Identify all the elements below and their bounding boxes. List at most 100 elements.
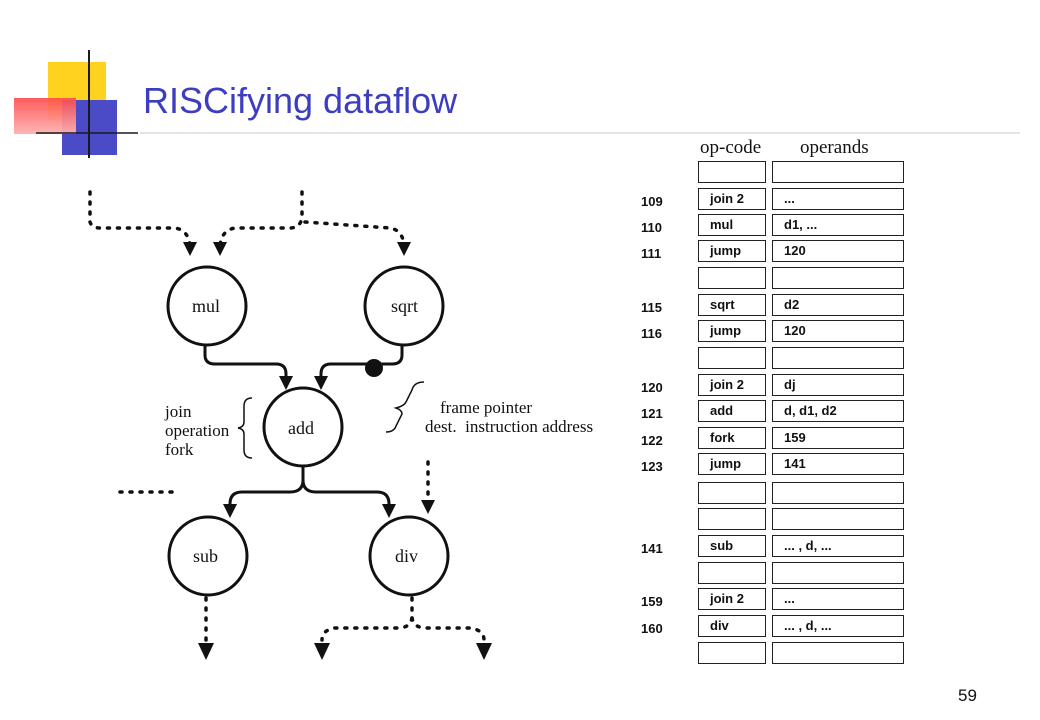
brace-join-operation-fork	[237, 397, 253, 459]
operands-cell: ...	[772, 188, 904, 210]
row-address: 159	[641, 594, 663, 609]
operands-cell: ... , d, ...	[772, 535, 904, 557]
row-address: 120	[641, 380, 663, 395]
row-address: 116	[641, 326, 662, 341]
arrowhead-mul-in	[183, 242, 197, 256]
label-frame-pointer: frame pointer	[440, 398, 533, 417]
node-div	[368, 515, 450, 597]
opcode-cell: join 2	[698, 588, 766, 610]
opcode-text: join 2	[710, 377, 744, 392]
opcode-cell: sqrt	[698, 294, 766, 316]
node-mul-label: mul	[192, 296, 221, 316]
operands-cell: d1, ...	[772, 214, 904, 236]
opcode-cell: div	[698, 615, 766, 637]
operands-text: 120	[784, 243, 806, 258]
operands-cell	[772, 161, 904, 183]
opcode-text: mul	[710, 217, 734, 232]
opcode-text: add	[710, 403, 734, 418]
operands-cell: d, d1, d2	[772, 400, 904, 422]
operands-text: ... , d, ...	[784, 538, 832, 553]
opcode-cell: fork	[698, 427, 766, 449]
operands-text: 159	[784, 430, 806, 445]
arrowhead-sqrt-in	[397, 242, 411, 256]
opcode-cell: jump	[698, 240, 766, 262]
slide-title: RISCifying dataflow	[143, 80, 458, 121]
join-op-fork-labels: join operation fork	[165, 402, 229, 459]
node-sqrt-label: sqrt	[391, 296, 418, 316]
opcode-cell	[698, 562, 766, 584]
row-address: 115	[641, 300, 662, 315]
frame-pointer-dot	[365, 359, 383, 377]
brace-frame	[385, 381, 425, 433]
node-add-label: add	[288, 418, 314, 438]
operands-cell: d2	[772, 294, 904, 316]
operands-cell: dj	[772, 374, 904, 396]
opcode-text: sub	[710, 538, 734, 553]
opcode-cell	[698, 161, 766, 183]
operands-text: ...	[784, 191, 795, 206]
opcode-cell: jump	[698, 453, 766, 475]
opcode-text: jump	[710, 323, 742, 338]
opcode-cell: sub	[698, 535, 766, 557]
output-div-left	[320, 596, 414, 642]
operands-text: d, d1, d2	[784, 403, 837, 418]
row-address: 121	[641, 406, 663, 421]
operands-cell: 141	[772, 453, 904, 475]
row-address: 111	[641, 246, 662, 261]
opcode-text: div	[710, 618, 729, 633]
operands-cell	[772, 347, 904, 369]
page-number: 59	[958, 686, 977, 705]
opcode-text: jump	[710, 456, 742, 471]
operands-cell: ...	[772, 588, 904, 610]
opcode-text: sqrt	[710, 297, 735, 312]
arrowhead-div-out-left	[314, 643, 330, 660]
output-div-right	[410, 616, 486, 642]
label-operation: operation	[165, 421, 230, 440]
edge-add-fork	[228, 466, 305, 506]
row-address: 141	[641, 541, 663, 556]
opcode-text: join 2	[710, 591, 744, 606]
opcode-cell	[698, 508, 766, 530]
row-address: 123	[641, 459, 663, 474]
opcode-text: join 2	[710, 191, 744, 206]
operands-cell	[772, 508, 904, 530]
row-address: 109	[641, 194, 663, 209]
opcode-cell: join 2	[698, 374, 766, 396]
arrowhead-mul-in-2	[213, 242, 227, 256]
label-fork: fork	[165, 440, 194, 459]
opcode-cell: jump	[698, 320, 766, 342]
row-address: 160	[641, 621, 663, 636]
edge-add-div	[301, 479, 391, 506]
operands-cell: ... , d, ...	[772, 615, 904, 637]
opcode-cell	[698, 642, 766, 664]
node-div-label: div	[395, 546, 419, 566]
opcode-text: jump	[710, 243, 742, 258]
arrowhead-sub-out	[198, 643, 214, 660]
opcode-cell: join 2	[698, 188, 766, 210]
label-join: join	[165, 402, 192, 421]
arrowhead-sub-in	[223, 504, 237, 518]
header-operands: operands	[800, 137, 869, 158]
operands-cell	[772, 642, 904, 664]
input-arc-right	[303, 220, 406, 246]
operands-cell	[772, 267, 904, 289]
operands-text: 141	[784, 456, 806, 471]
node-sqrt	[363, 265, 445, 347]
arrowhead-add-in-left	[279, 376, 293, 390]
opcode-cell: mul	[698, 214, 766, 236]
operands-text: dj	[784, 377, 796, 392]
opcode-cell	[698, 347, 766, 369]
edge-mul-add	[203, 345, 288, 378]
corner-logo-icon	[14, 50, 138, 158]
operands-text: 120	[784, 323, 806, 338]
arrowhead-div-in-2	[421, 500, 435, 514]
opcode-text: fork	[710, 430, 735, 445]
operands-text: ... , d, ...	[784, 618, 832, 633]
node-sub	[167, 515, 249, 597]
operands-text: d2	[784, 297, 800, 312]
dataflow-graph	[88, 190, 492, 660]
input-arc-left	[88, 190, 192, 247]
arrowhead-div-in	[382, 504, 396, 518]
opcode-cell	[698, 482, 766, 504]
